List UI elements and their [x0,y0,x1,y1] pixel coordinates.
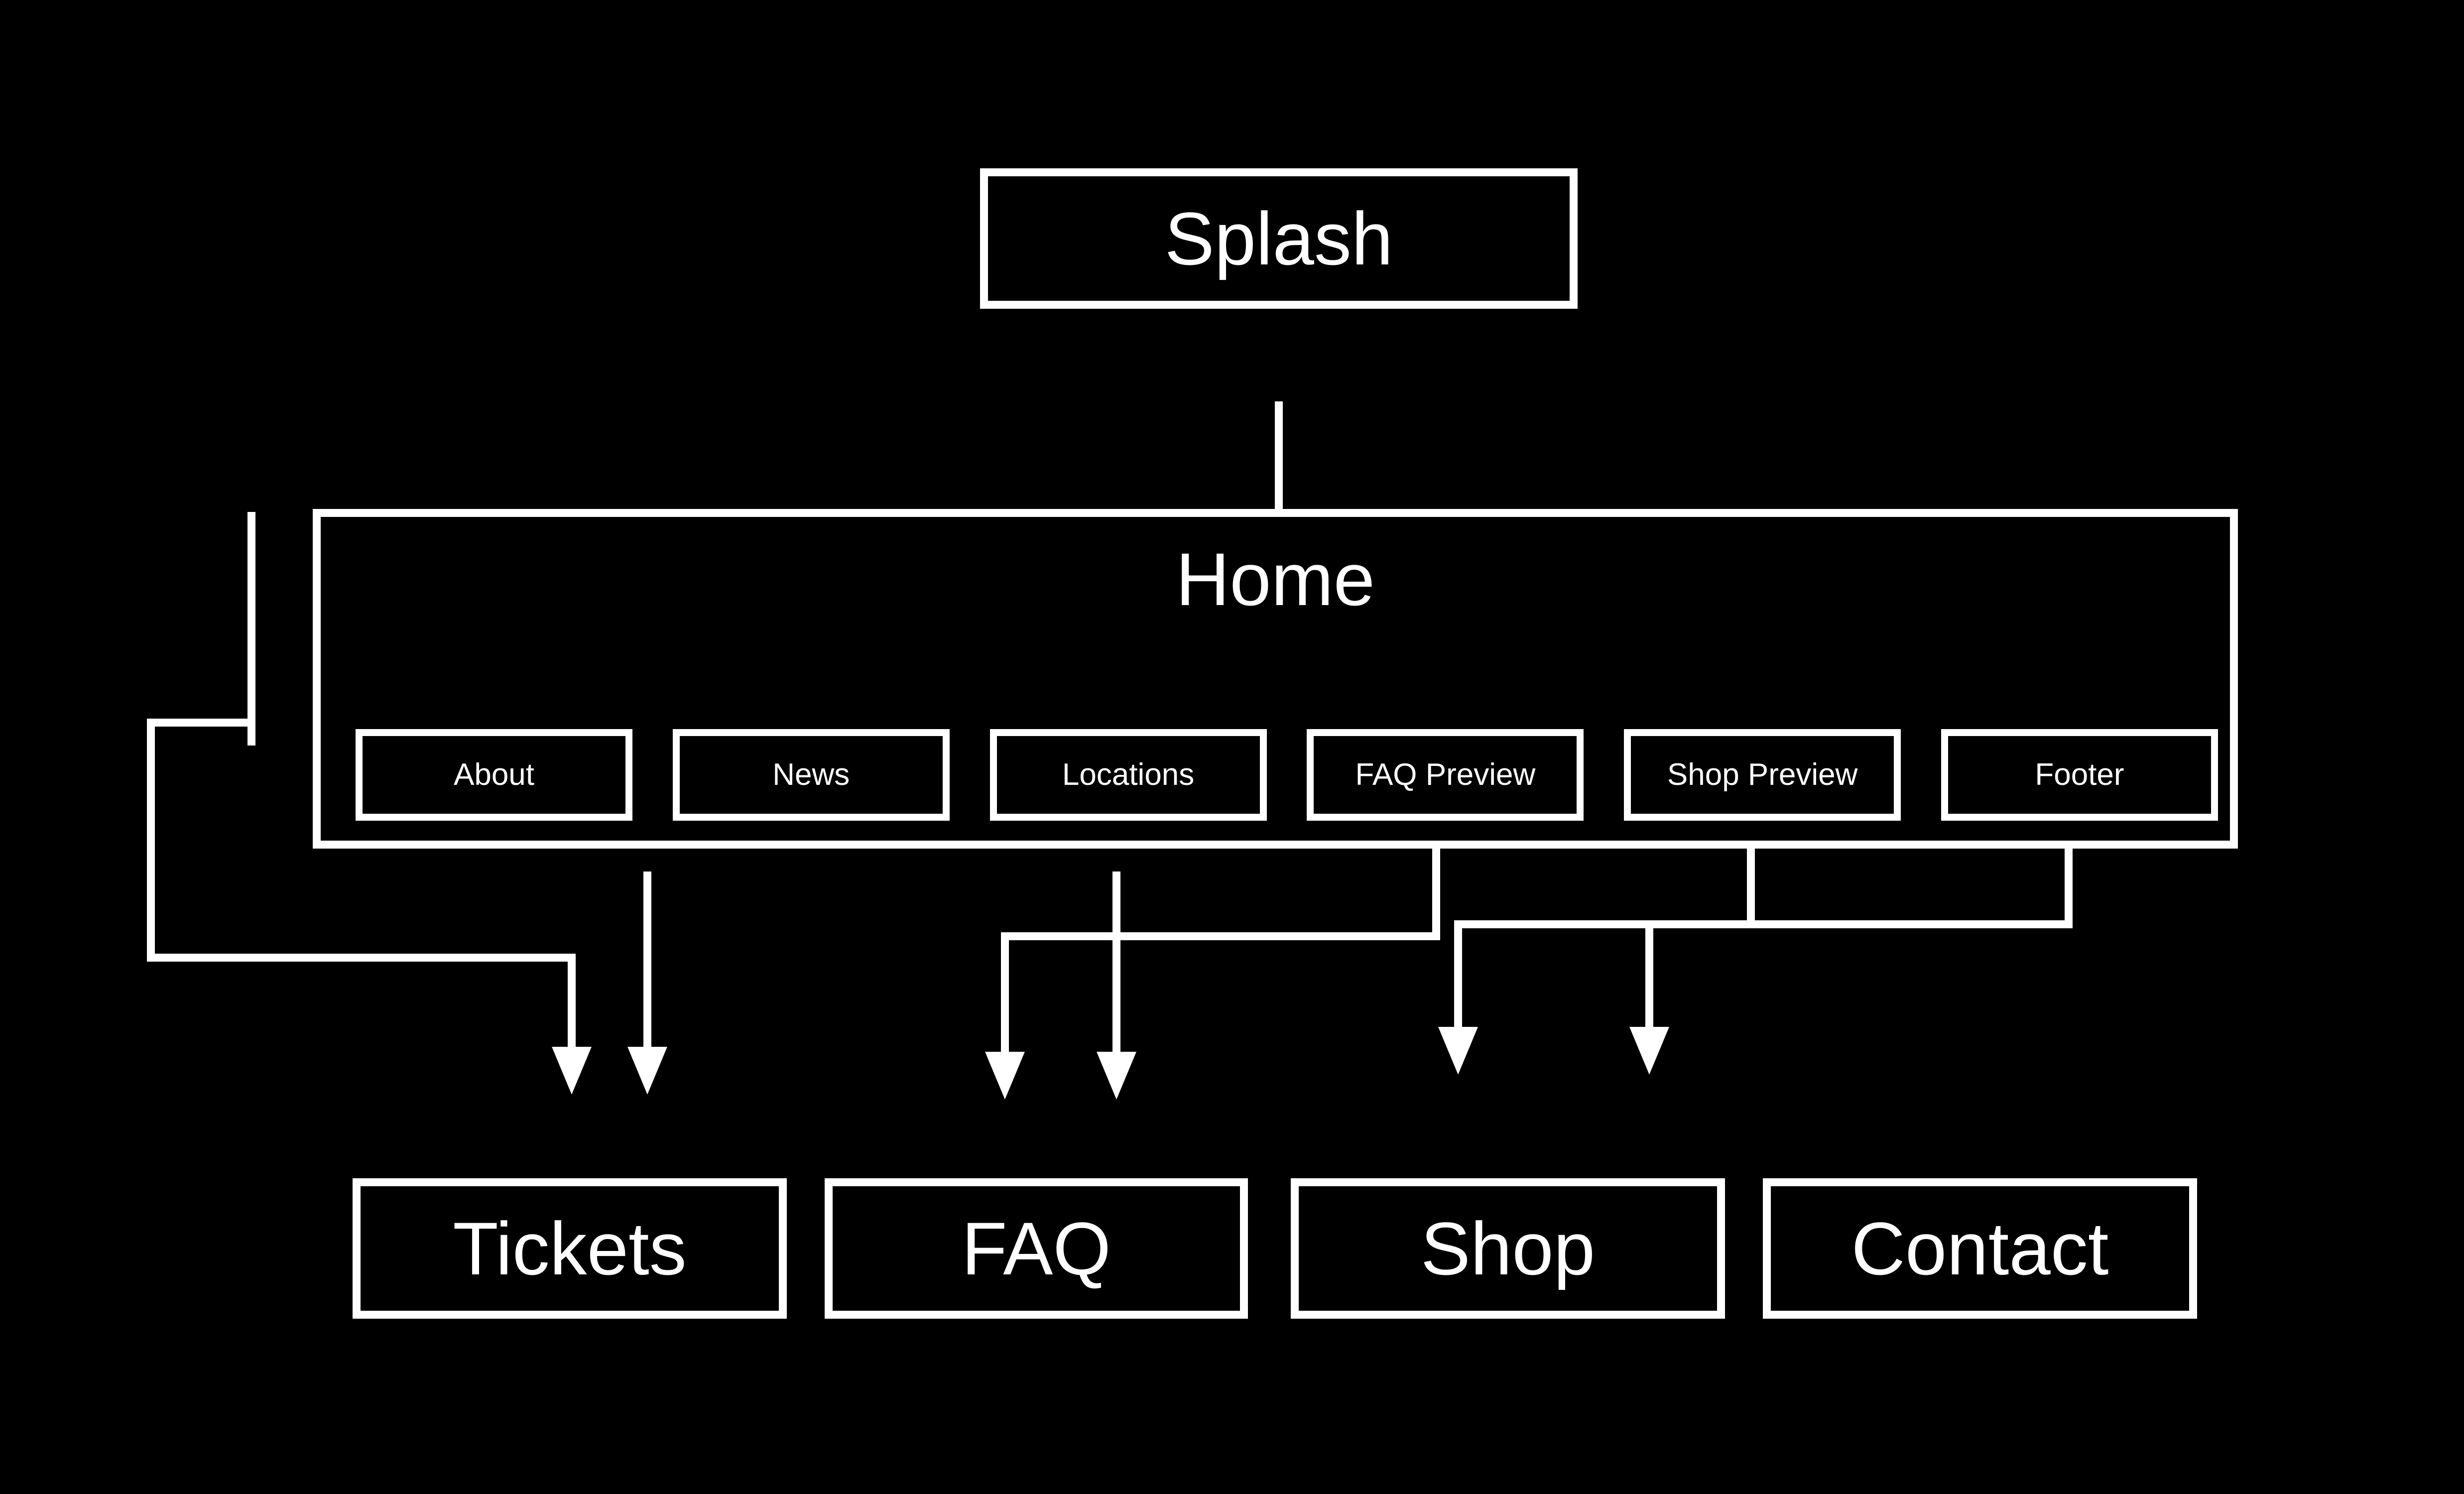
node-faq-preview[interactable]: FAQ Preview [1307,729,1584,821]
node-contact-label: Contact [1851,1207,2109,1290]
node-faq[interactable]: FAQ [825,1178,1248,1319]
node-home-label: Home [1175,537,1375,621]
node-tickets-label: Tickets [453,1207,687,1290]
node-shop[interactable]: Shop [1291,1178,1725,1319]
node-tickets[interactable]: Tickets [353,1178,787,1319]
node-shop-label: Shop [1420,1207,1596,1290]
node-shop-preview[interactable]: Shop Preview [1624,729,1901,821]
node-about-label: About [453,757,535,792]
node-splash[interactable]: Splash [980,168,1578,309]
node-news[interactable]: News [672,729,950,821]
node-faq-preview-label: FAQ Preview [1355,757,1536,792]
node-splash-label: Splash [1164,197,1393,280]
node-news-label: News [772,757,850,792]
node-home[interactable]: Home About News Locations FAQ Preview Sh… [313,509,2238,849]
node-about[interactable]: About [356,729,632,821]
node-shop-preview-label: Shop Preview [1667,757,1858,792]
connector-shop-preview-to-shop [1438,817,1755,1075]
node-contact[interactable]: Contact [1763,1178,2197,1319]
home-section-row: About News Locations FAQ Preview Shop Pr… [356,726,2218,824]
node-faq-label: FAQ [961,1207,1111,1290]
connector-footer-to-contact [1629,817,2073,1075]
connector-home-left-rail-to-tickets [147,719,592,1095]
node-footer[interactable]: Footer [1941,729,2218,821]
node-locations-label: Locations [1062,757,1195,792]
node-footer-label: Footer [2035,757,2124,792]
connector-faq-preview-to-faq [985,817,1440,1100]
node-locations[interactable]: Locations [989,729,1267,821]
